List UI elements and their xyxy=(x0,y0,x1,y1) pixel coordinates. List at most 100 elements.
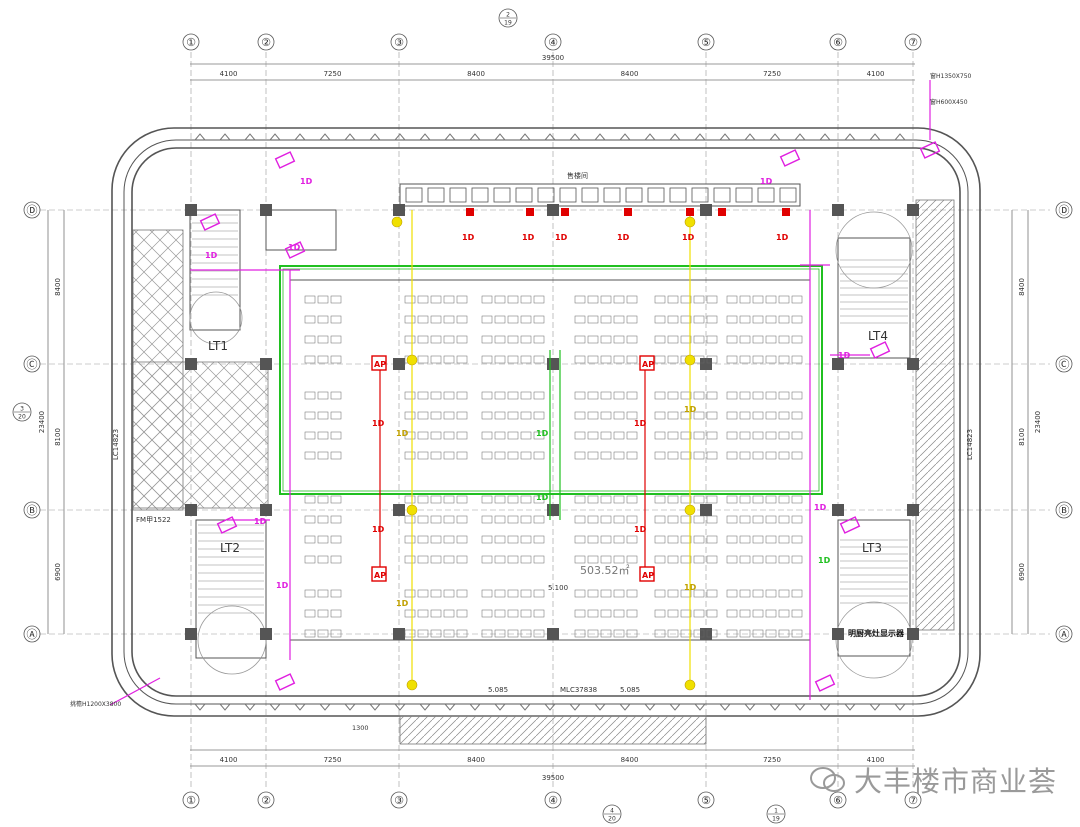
dining-seat xyxy=(778,515,790,524)
dining-seat xyxy=(667,555,679,564)
kitchen-unit xyxy=(691,187,709,203)
dining-seat xyxy=(706,515,718,524)
dining-seat xyxy=(456,315,468,324)
dining-seat xyxy=(574,629,586,638)
dining-seat xyxy=(613,589,625,598)
dining-seat xyxy=(667,335,679,344)
grid-axis-label: ① xyxy=(186,36,196,49)
dining-seat xyxy=(520,295,532,304)
dining-seat xyxy=(706,609,718,618)
dining-seat xyxy=(481,555,493,564)
grid-axis-label: ④ xyxy=(548,36,558,49)
dining-seat xyxy=(587,411,599,420)
fixture-tag: 1D xyxy=(682,233,695,242)
dining-seat xyxy=(417,355,429,364)
dining-seat xyxy=(726,295,738,304)
dining-seat xyxy=(520,609,532,618)
dining-seat xyxy=(667,431,679,440)
dimension-text: 8400 xyxy=(467,756,485,764)
dim-1300: 1300 xyxy=(352,724,369,732)
dimension-text: 4100 xyxy=(220,70,238,78)
dining-seat xyxy=(304,535,316,544)
dining-seat xyxy=(404,535,416,544)
dimension-text: 6900 xyxy=(54,563,62,581)
kitchen-unit xyxy=(757,187,775,203)
dining-seat xyxy=(626,315,638,324)
dining-seat xyxy=(317,535,329,544)
dining-seat xyxy=(587,629,599,638)
dining-seat xyxy=(752,629,764,638)
speaker-icon xyxy=(274,151,296,169)
dining-seat xyxy=(739,295,751,304)
dining-seat xyxy=(520,555,532,564)
dining-seat xyxy=(587,589,599,598)
top-right-note2: 窗H600X450 xyxy=(930,98,968,106)
dining-seat xyxy=(752,495,764,504)
dining-seat xyxy=(778,335,790,344)
dining-seat xyxy=(706,315,718,324)
dining-seat xyxy=(765,315,777,324)
dining-seat xyxy=(613,295,625,304)
dining-seat xyxy=(417,515,429,524)
dining-seat xyxy=(626,391,638,400)
dining-seat xyxy=(330,295,342,304)
kitchen-unit xyxy=(427,187,445,203)
dining-seat xyxy=(600,431,612,440)
dining-seat xyxy=(533,495,545,504)
dining-seat xyxy=(417,431,429,440)
grid-axis-label: Ⓓ xyxy=(1059,204,1070,217)
dimension-text: 8100 xyxy=(1018,428,1026,446)
structural-column xyxy=(700,204,712,216)
dining-seat xyxy=(667,515,679,524)
dining-seat xyxy=(481,335,493,344)
dining-seat xyxy=(417,335,429,344)
dining-seat xyxy=(752,609,764,618)
fixture-tag: 1D xyxy=(634,419,647,428)
dining-seat xyxy=(507,589,519,598)
grid-axis-label: ③ xyxy=(394,794,404,807)
dining-seat xyxy=(481,411,493,420)
dining-seat xyxy=(330,535,342,544)
dining-seat xyxy=(680,315,692,324)
dining-seat xyxy=(330,589,342,598)
grid-axis-label: ① xyxy=(186,794,196,807)
camera-fixture xyxy=(684,354,696,366)
dining-seat xyxy=(574,431,586,440)
dining-seat xyxy=(791,515,803,524)
dining-seat xyxy=(752,451,764,460)
dining-seat xyxy=(507,535,519,544)
dining-seat xyxy=(317,315,329,324)
dining-seat xyxy=(520,355,532,364)
structural-column xyxy=(907,628,919,640)
dining-seat xyxy=(533,629,545,638)
dining-seat xyxy=(654,335,666,344)
dining-seat xyxy=(430,555,442,564)
dining-seat xyxy=(765,515,777,524)
dining-seat xyxy=(778,451,790,460)
dimension-text: 6900 xyxy=(1018,563,1026,581)
dimension-text: 8400 xyxy=(621,70,639,78)
dimension-text: 4100 xyxy=(867,756,885,764)
camera-fixture xyxy=(684,504,696,516)
dining-seat xyxy=(613,555,625,564)
dining-seat xyxy=(443,629,455,638)
dining-seat xyxy=(456,335,468,344)
dining-seat xyxy=(600,335,612,344)
fixture-tag: 1D xyxy=(396,429,409,438)
dining-seat xyxy=(600,515,612,524)
dining-seat xyxy=(574,515,586,524)
dining-seat xyxy=(693,411,705,420)
dining-seat xyxy=(404,431,416,440)
grid-axis-bubble xyxy=(390,791,408,809)
structural-column xyxy=(832,628,844,640)
dining-seat xyxy=(739,335,751,344)
dining-seat xyxy=(404,515,416,524)
grid-axis-label: Ⓒ xyxy=(1059,358,1070,371)
dining-seat xyxy=(693,515,705,524)
dining-seat xyxy=(404,609,416,618)
grid-axis-label: Ⓑ xyxy=(1059,504,1070,517)
dining-seat xyxy=(520,451,532,460)
dining-seat xyxy=(626,431,638,440)
structural-column xyxy=(260,504,272,516)
dining-seat xyxy=(443,431,455,440)
